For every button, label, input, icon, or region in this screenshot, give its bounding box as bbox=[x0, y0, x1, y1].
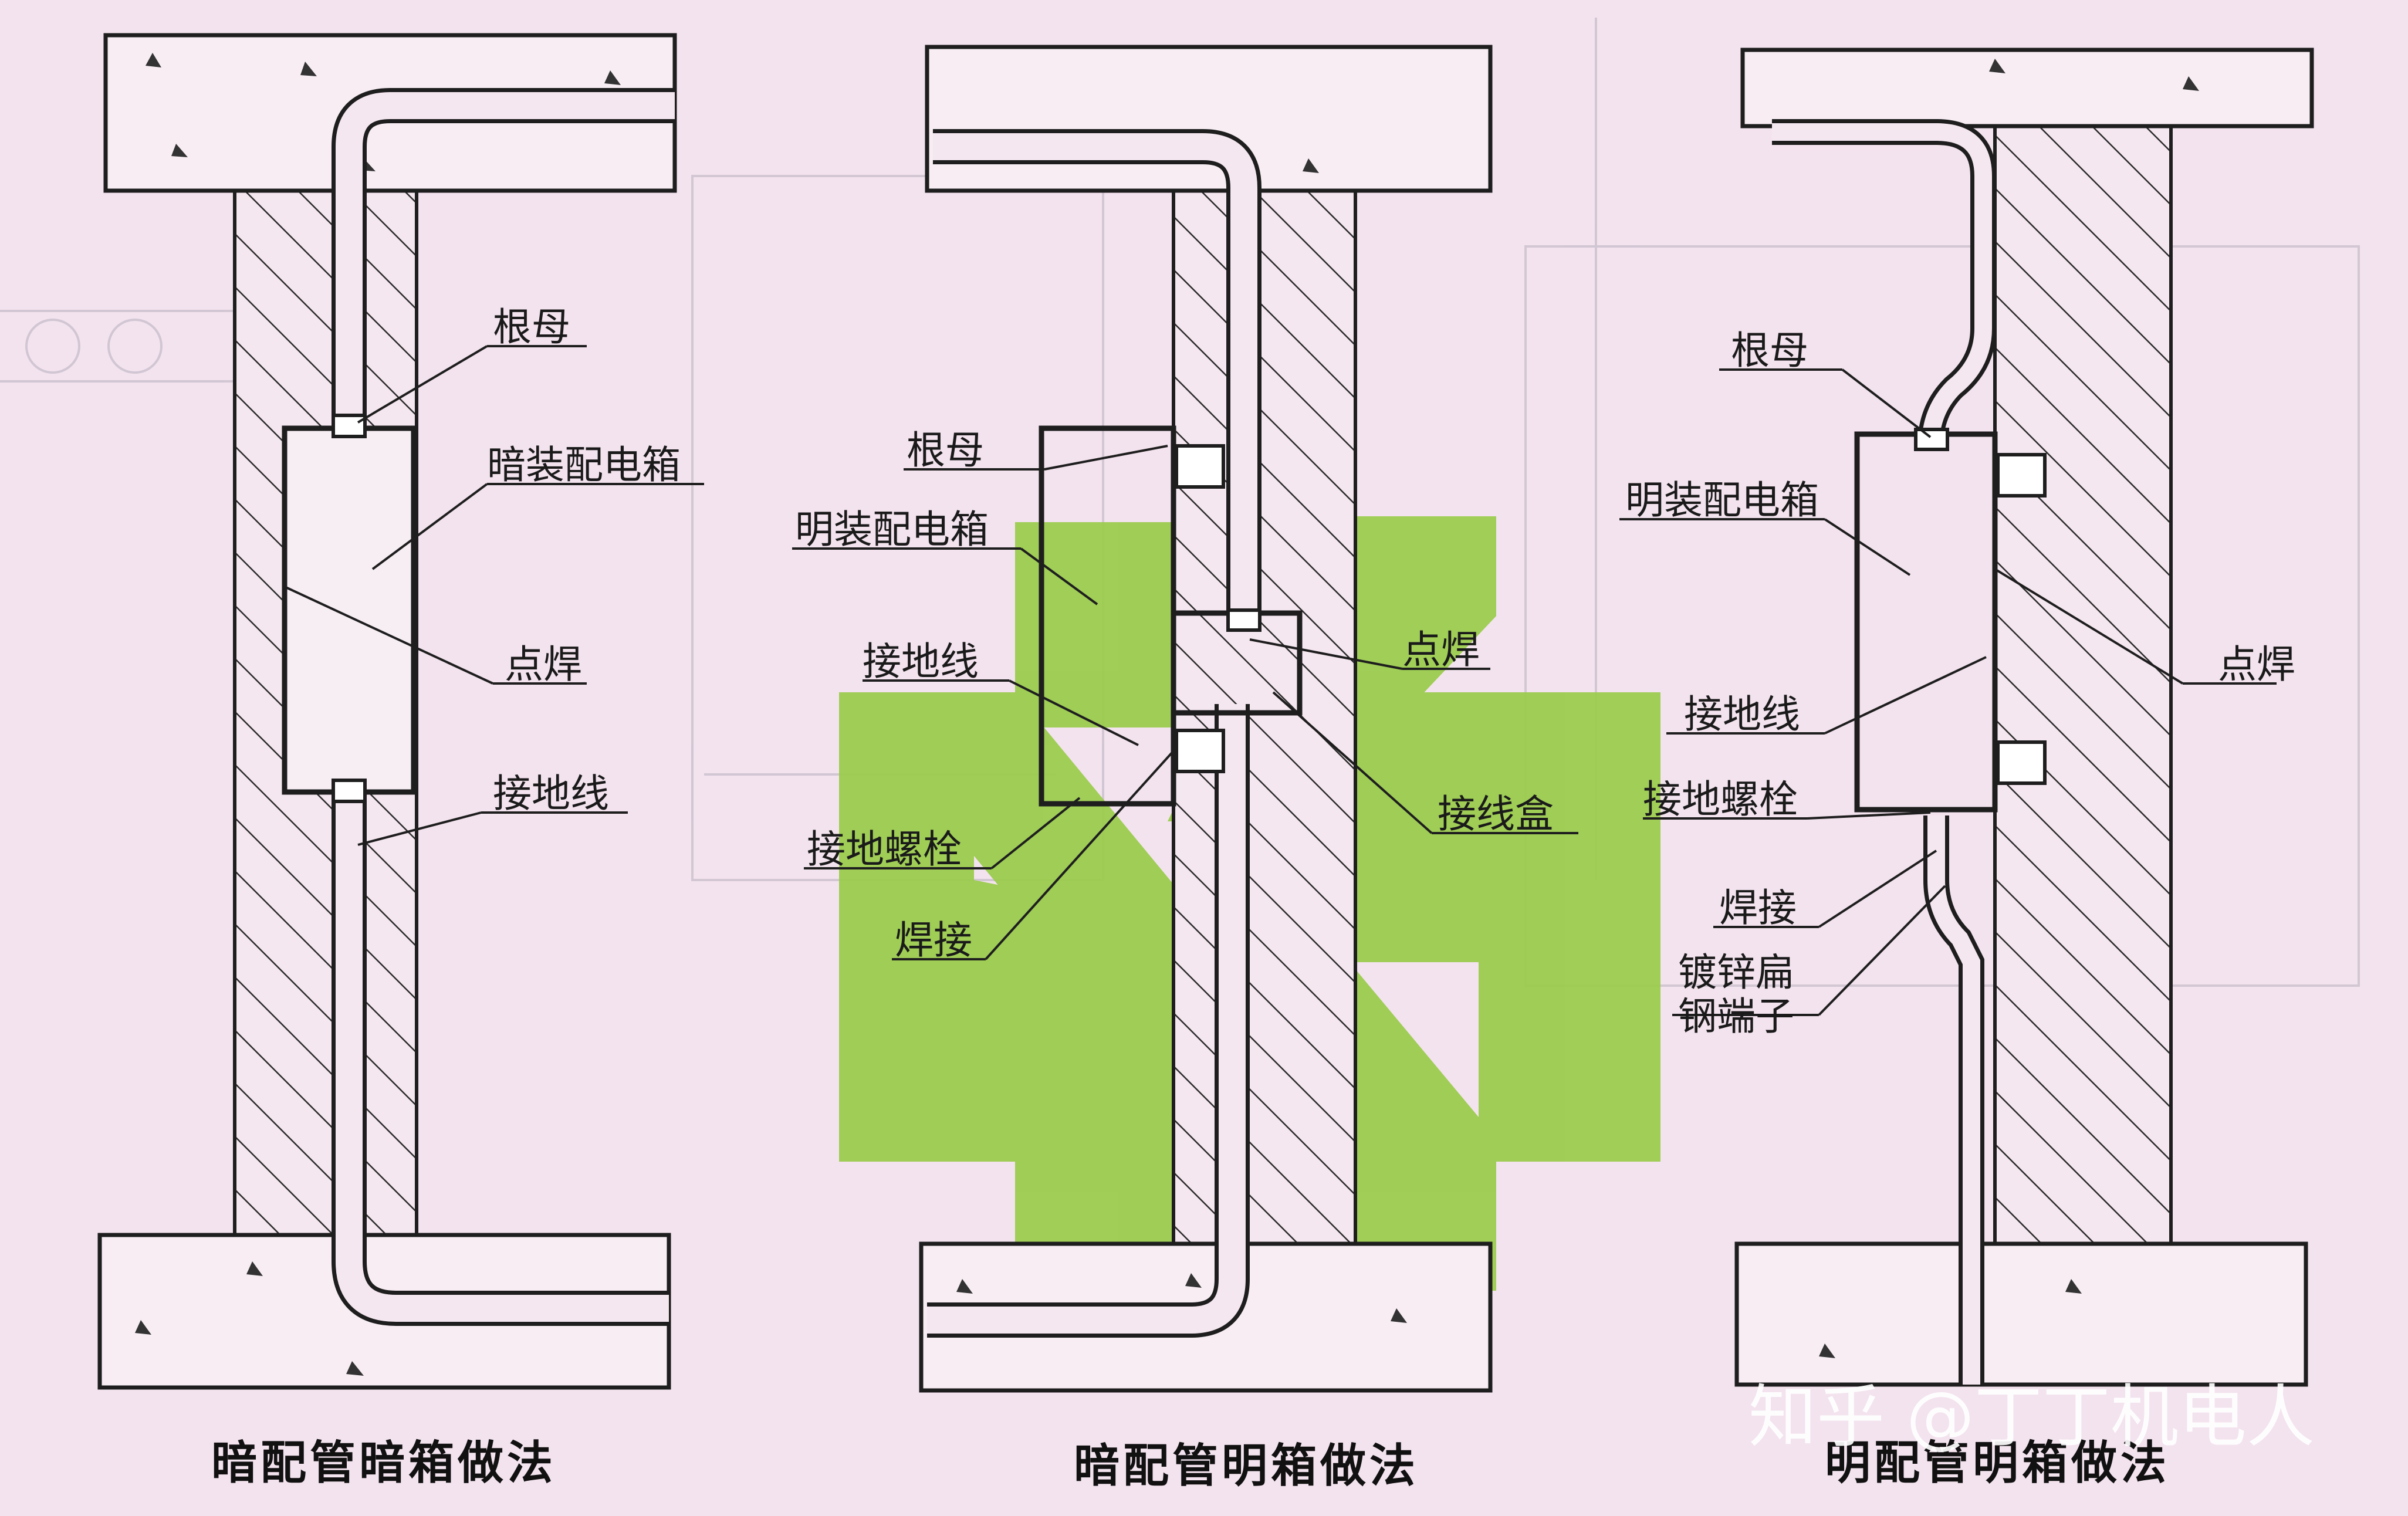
label-terminal-line1: 镀锌扁 bbox=[1678, 950, 1794, 995]
label-lock-nut: 根母 bbox=[907, 428, 984, 473]
diagram-concealed-pipe-concealed-box: 根母 暗装配电箱 点焊 接地线 暗配管暗箱做法 bbox=[97, 33, 704, 1490]
surface-distribution-box bbox=[1854, 431, 1998, 813]
anchor-bolts bbox=[1175, 444, 1225, 773]
aggregate-marks bbox=[1819, 59, 2199, 1358]
concealed-distribution-box bbox=[282, 425, 417, 795]
label-ground-wire: 接地线 bbox=[863, 639, 979, 684]
lock-nut-top bbox=[332, 414, 367, 438]
label-weld: 焊接 bbox=[1719, 885, 1797, 930]
label-lock-nut: 根母 bbox=[493, 304, 570, 350]
lock-nut bbox=[1226, 608, 1262, 632]
diagram-concealed-pipe-surface-box: 根母 明装配电箱 接地线 接地螺栓 焊接 点焊 接线盒 暗配管明箱做法 bbox=[792, 45, 1578, 1493]
label-terminal-line2: 钢端子 bbox=[1678, 994, 1794, 1039]
leader-lines bbox=[1619, 368, 2277, 1016]
caption-diagram-1: 暗配管暗箱做法 bbox=[211, 1437, 556, 1490]
slab-bottom bbox=[1734, 1241, 2308, 1387]
wall-middle bbox=[1172, 186, 1357, 1246]
label-concealed-box: 暗装配电箱 bbox=[487, 442, 681, 488]
label-weld: 焊接 bbox=[895, 918, 972, 963]
anchor-bolts bbox=[1996, 453, 2047, 785]
watermark: 知乎 @丁丁机电人 bbox=[1748, 1378, 2315, 1457]
lock-nut-bottom bbox=[332, 779, 367, 803]
label-spot-weld: 点焊 bbox=[505, 642, 582, 687]
label-ground-bolt: 接地螺栓 bbox=[1643, 777, 1798, 822]
slab-top bbox=[1740, 48, 2314, 128]
label-ground-wire: 接地线 bbox=[493, 771, 609, 816]
slab-top bbox=[925, 45, 1493, 193]
label-lock-nut: 根母 bbox=[1731, 328, 1808, 373]
label-junction-box: 接线盒 bbox=[1438, 791, 1554, 837]
label-spot-weld: 点焊 bbox=[2218, 642, 2295, 687]
label-surface-box: 明装配电箱 bbox=[795, 507, 989, 552]
lock-nut bbox=[1914, 428, 1949, 451]
caption-diagram-2: 暗配管明箱做法 bbox=[1074, 1440, 1419, 1493]
diagram-surface-pipe-surface-box: 根母 明装配电箱 点焊 接地线 接地螺栓 焊接 镀锌扁 钢端子 明配管明箱做法 bbox=[1619, 48, 2314, 1490]
label-ground-wire: 接地线 bbox=[1684, 692, 1800, 737]
leader-lines bbox=[284, 345, 704, 846]
label-surface-box: 明装配电箱 bbox=[1625, 478, 1819, 523]
caption-diagram-3: 明配管明箱做法 bbox=[1825, 1437, 2170, 1490]
label-ground-bolt: 接地螺栓 bbox=[807, 827, 962, 872]
label-spot-weld: 点焊 bbox=[1402, 627, 1480, 672]
wall-right bbox=[1993, 121, 2173, 1251]
leader-lines bbox=[792, 445, 1578, 960]
